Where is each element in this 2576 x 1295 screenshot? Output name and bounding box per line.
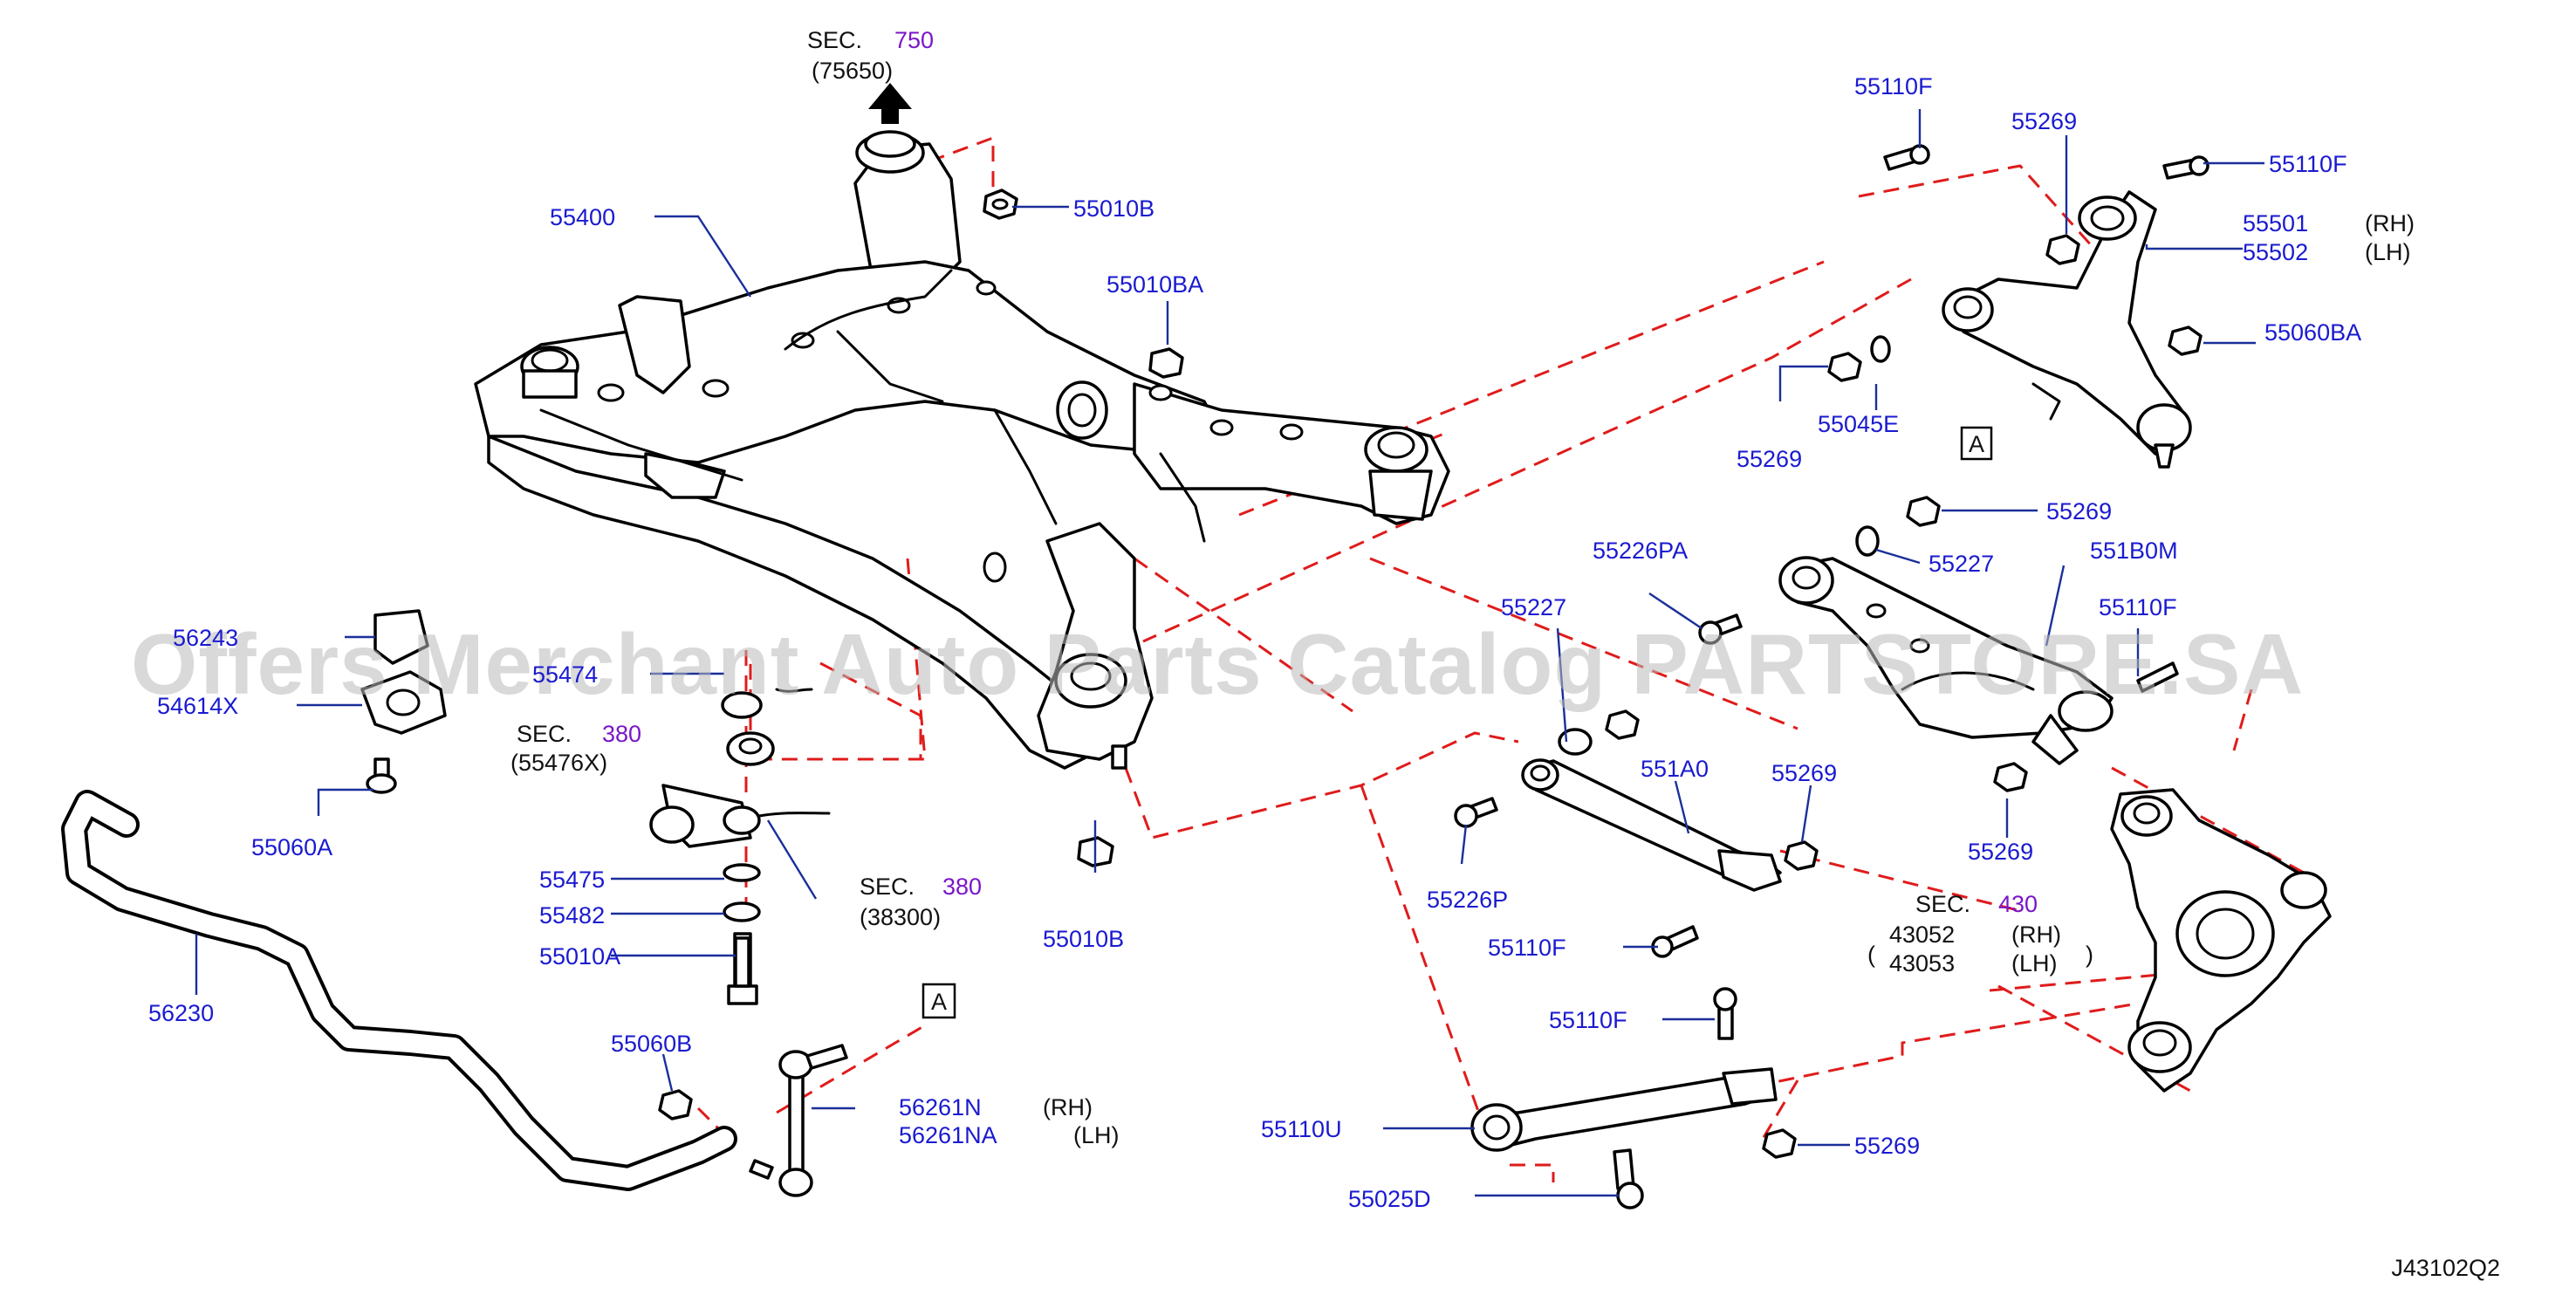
brace-right-icon: ) <box>2086 942 2093 968</box>
steering-knuckle[interactable] <box>2110 788 2332 1093</box>
label-55060b: 55060B <box>611 1031 692 1057</box>
label-55226pa: 55226PA <box>1593 538 1688 564</box>
label-55060a: 55060A <box>251 834 332 860</box>
bolt-icon <box>734 936 750 988</box>
sec-430-number: 430 <box>1998 891 2038 917</box>
direction-arrow-icon <box>868 83 912 124</box>
sec-380b-sub: (38300) <box>860 904 941 930</box>
label-55010a: 55010A <box>539 943 620 970</box>
marker-box-a-upper <box>1960 426 1993 461</box>
label-54614x: 54614X <box>157 693 238 719</box>
nut-icon <box>1784 840 1819 871</box>
label-55110f-c: 55110F <box>2099 594 2177 620</box>
nut-icon <box>2168 325 2203 356</box>
leader-lines <box>195 109 2264 1197</box>
sec-380b-number: 380 <box>942 874 982 900</box>
sec-430-sub-lh: 43053 <box>1889 950 1955 976</box>
nut-icon <box>1906 496 1941 527</box>
part-number-labels: 55400 55010B 55010BA 55010B 55110F 55269… <box>148 73 2415 1212</box>
brace-left-icon: ( <box>1867 942 1875 968</box>
sec-380a-prefix: SEC. <box>517 721 572 747</box>
label-55110f-d: 55110F <box>1488 935 1566 961</box>
label-55482: 55482 <box>539 902 605 928</box>
stabilizer-bar[interactable] <box>61 790 737 1191</box>
shock-mount-stack[interactable] <box>649 688 831 1005</box>
marker-a-upper: A <box>1969 431 1984 457</box>
nut-icon <box>1148 347 1184 379</box>
label-56230: 56230 <box>148 1000 214 1026</box>
nut-icon <box>1605 709 1640 740</box>
sec-430-prefix: SEC. <box>1915 891 1970 917</box>
rear-subframe[interactable] <box>474 83 1450 770</box>
sec-380a-number: 380 <box>602 721 641 747</box>
fasteners <box>658 144 2209 1209</box>
label-55474: 55474 <box>532 661 598 688</box>
sec-430-rh: (RH) <box>2011 922 2061 948</box>
label-551a0: 551A0 <box>1641 756 1709 782</box>
label-55110f-a: 55110F <box>1854 73 1933 99</box>
label-55269-a: 55269 <box>2011 108 2077 134</box>
sec-750-prefix: SEC. <box>807 27 862 53</box>
label-55110f-e: 55110F <box>1549 1007 1627 1033</box>
stabilizer-bushing[interactable] <box>360 609 447 794</box>
nut-icon <box>1762 1128 1797 1159</box>
lateral-link[interactable] <box>1521 758 1782 892</box>
label-55226p: 55226P <box>1427 887 1508 913</box>
sec-750-sub: (75650) <box>812 58 893 84</box>
marker-box-a-lower <box>921 983 956 1019</box>
label-55060ba: 55060BA <box>2264 319 2361 346</box>
label-55269-e: 55269 <box>1771 760 1837 786</box>
label-56243: 56243 <box>173 625 238 651</box>
label-55269-c: 55269 <box>2046 498 2112 524</box>
label-55269-f: 55269 <box>1854 1133 1920 1159</box>
label-55110f-b: 55110F <box>2269 151 2347 177</box>
nut-icon <box>1827 352 1862 382</box>
label-55110u: 55110U <box>1261 1116 1342 1142</box>
label-55269-d: 55269 <box>1968 839 2033 865</box>
label-55475: 55475 <box>539 867 605 893</box>
sec-430-sub-rh: 43052 <box>1889 922 1955 948</box>
label-55025d: 55025D <box>1348 1186 1431 1212</box>
stabilizer-link[interactable] <box>749 1044 848 1197</box>
label-56261n: 56261N <box>899 1094 982 1120</box>
label-55010ba: 55010BA <box>1106 271 1203 298</box>
label-56261na: 56261NA <box>899 1122 997 1148</box>
label-rh-a: (RH) <box>2365 210 2415 236</box>
sec-750-number: 750 <box>894 27 934 53</box>
sec-430-lh: (LH) <box>2011 950 2058 976</box>
nut-icon <box>1993 762 2028 792</box>
upper-link-arm[interactable] <box>1942 190 2192 469</box>
reference-markers: A A <box>921 426 1993 1019</box>
nut-icon <box>2045 234 2080 265</box>
section-references: SEC. 750 (75650) SEC. 380 (55476X) SEC. … <box>510 27 2093 976</box>
label-55010b-top: 55010B <box>1073 195 1154 222</box>
label-55400: 55400 <box>550 204 615 230</box>
label-55269-b: 55269 <box>1737 446 1802 472</box>
label-lh-b: (LH) <box>1073 1122 1120 1148</box>
label-551b0m: 551B0M <box>2090 538 2178 564</box>
bolt-icon <box>2136 661 2179 693</box>
diagram-code: J43102Q2 <box>2391 1255 2500 1281</box>
label-55010b-bottom: 55010B <box>1043 926 1124 952</box>
label-55502: 55502 <box>2243 239 2308 265</box>
toe-link[interactable] <box>1470 1067 1778 1152</box>
lower-control-arm[interactable] <box>1778 556 2114 765</box>
label-rh-b: (RH) <box>1043 1094 1093 1120</box>
sec-380b-prefix: SEC. <box>860 874 915 900</box>
label-55227-b: 55227 <box>1501 594 1566 620</box>
label-55045e: 55045E <box>1818 411 1899 437</box>
label-55227-a: 55227 <box>1929 551 1994 577</box>
nut-icon <box>658 1089 693 1120</box>
label-55501: 55501 <box>2243 210 2308 236</box>
watermark: Offers Merchant Auto Parts Catalog PARTS… <box>131 616 2304 712</box>
sec-380a-sub: (55476X) <box>510 750 607 776</box>
marker-a-lower: A <box>931 989 947 1015</box>
label-lh-a: (LH) <box>2365 239 2411 265</box>
